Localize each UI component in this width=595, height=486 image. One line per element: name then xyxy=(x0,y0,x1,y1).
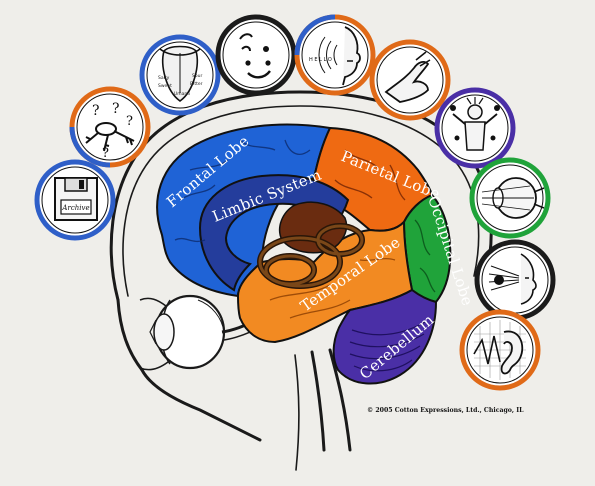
taste-label-bitter: Bitter xyxy=(190,81,203,87)
cerebellum xyxy=(332,288,438,385)
occipital-sulci xyxy=(414,219,436,293)
keys-question-icon: ? ? ? ? xyxy=(69,86,151,168)
cerebellum-folia xyxy=(349,321,426,372)
svg-text:?: ? xyxy=(126,114,133,129)
taste-label-sweet: Sweet xyxy=(158,83,172,89)
tongue-taste-icon: Salty Sour Sweet Bitter Umami xyxy=(139,34,221,116)
svg-text:?: ? xyxy=(102,146,109,161)
parietal-sulci xyxy=(334,149,406,201)
floppy-disk-icon: Archive xyxy=(34,159,116,241)
hippocampus-coil-inner xyxy=(258,224,364,288)
brain-sulci xyxy=(174,139,311,243)
face-emotion-icon xyxy=(215,14,297,96)
eye-section-icon xyxy=(469,157,551,239)
temporal-sulci xyxy=(269,257,396,319)
eye-anatomy-illustration xyxy=(139,294,265,371)
svg-text:?: ? xyxy=(92,103,100,119)
taste-label-umami: Umami xyxy=(174,91,190,97)
copyright-text: © 2005 Cotton Expressions, Ltd., Chicago… xyxy=(367,407,524,414)
speaking-hello-label: H E L L O xyxy=(309,57,332,63)
juggling-person-icon xyxy=(434,87,516,169)
svg-text:?: ? xyxy=(112,101,120,117)
speaking-head-icon: H E L L O xyxy=(294,14,376,96)
taste-label-salty: Salty xyxy=(158,75,170,81)
brain xyxy=(156,123,452,385)
ear-sound-icon xyxy=(459,309,541,391)
touch-hand-icon xyxy=(369,39,451,121)
viewing-eye-icon xyxy=(474,239,556,321)
taste-label-sour: Sour xyxy=(192,73,202,79)
floppy-archive-label: Archive xyxy=(61,204,89,212)
